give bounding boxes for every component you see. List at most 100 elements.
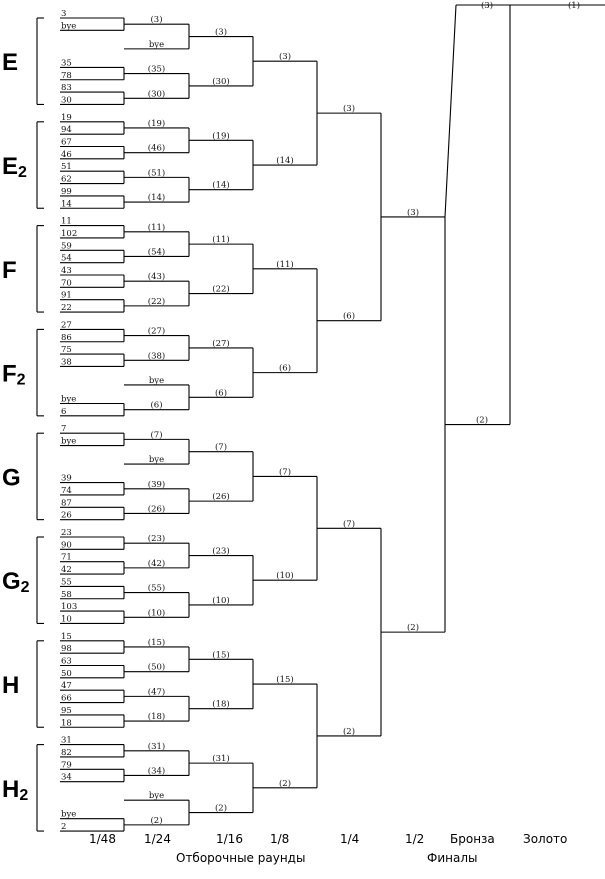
seed-4-0-b: bye bbox=[61, 437, 76, 447]
winner-r16-7-1: (2) bbox=[215, 803, 227, 814]
winner-r8-5: (10) bbox=[276, 570, 293, 581]
winner-r24-3-3: (6) bbox=[150, 400, 162, 411]
seed-1-3-a: 99 bbox=[61, 187, 72, 197]
winner-r16-6-1: (18) bbox=[212, 699, 229, 710]
seed-7-0-b: 82 bbox=[61, 748, 72, 758]
round-footer: 1/48 1/24 1/16 1/8 1/4 1/2 Бронза Золото… bbox=[89, 832, 567, 865]
winner-r24-1-3: (14) bbox=[148, 192, 165, 203]
winner-r24-3-1: (38) bbox=[148, 350, 165, 361]
seed-0-0-a: 3 bbox=[61, 9, 66, 19]
winner-r16-7-0: (31) bbox=[212, 753, 229, 764]
winner-r24-4-2: (39) bbox=[148, 479, 165, 490]
bracket-line-260 bbox=[444, 4, 457, 217]
seed-4-2-a: 39 bbox=[61, 474, 72, 484]
seed-1-3-b: 14 bbox=[61, 199, 72, 209]
winner-r16-0-0: (3) bbox=[215, 27, 227, 38]
winner-r8-2: (11) bbox=[276, 259, 293, 270]
group-label-5: G2 bbox=[2, 568, 30, 596]
winner-r4-3: (2) bbox=[343, 726, 355, 737]
seed-7-1-b: 34 bbox=[61, 773, 72, 783]
seed-2-0-b: 102 bbox=[61, 229, 77, 239]
seed-5-3-a: 103 bbox=[61, 602, 77, 612]
seed-1-0-a: 19 bbox=[61, 113, 72, 123]
winner-r24-5-3: (10) bbox=[148, 607, 165, 618]
winner-r16-1-0: (19) bbox=[212, 130, 229, 141]
group-label-4: G bbox=[2, 464, 21, 491]
seed-6-3-a: 95 bbox=[61, 706, 72, 716]
winner-r24-7-0: (31) bbox=[148, 741, 165, 752]
group-label-0: E bbox=[2, 49, 18, 76]
seed-0-3-b: 30 bbox=[61, 95, 72, 105]
seed-6-2-b: 66 bbox=[61, 694, 72, 704]
winner-r24-2-1: (54) bbox=[148, 246, 165, 257]
winner-r24-5-1: (42) bbox=[148, 558, 165, 569]
seed-6-1-a: 63 bbox=[61, 657, 72, 667]
seed-1-1-b: 46 bbox=[61, 150, 72, 160]
seed-4-0-a: 7 bbox=[61, 424, 66, 434]
group-label-6: H bbox=[2, 672, 19, 699]
winner-r16-5-1: (10) bbox=[212, 595, 229, 606]
round-label-gold: Золото bbox=[523, 832, 567, 846]
winner-r24-5-0: (23) bbox=[148, 533, 165, 544]
seed-3-1-b: 38 bbox=[61, 357, 72, 367]
winner-r8-7: (2) bbox=[279, 778, 291, 789]
group-label-7: H2 bbox=[2, 776, 28, 804]
seed-2-0-a: 11 bbox=[61, 217, 72, 227]
winner-r24-0-2: (35) bbox=[148, 64, 165, 75]
seed-4-3-a: 87 bbox=[61, 498, 72, 508]
seed-2-3-b: 22 bbox=[61, 303, 72, 313]
winner-r24-6-0: (15) bbox=[148, 637, 165, 648]
winner-r16-3-0: (27) bbox=[212, 338, 229, 349]
round-label-1-16: 1/16 bbox=[216, 832, 243, 846]
seed-3-3-a: bye bbox=[61, 395, 76, 405]
seed-7-3-a: bye bbox=[61, 810, 76, 820]
bracket-lines bbox=[36, 4, 605, 832]
round-label-1-4: 1/4 bbox=[340, 832, 359, 846]
winner-r16-3-1: (6) bbox=[215, 387, 227, 398]
seed-2-3-a: 91 bbox=[61, 291, 72, 301]
seed-5-2-b: 58 bbox=[61, 590, 72, 600]
seed-2-2-a: 43 bbox=[61, 266, 72, 276]
winner-r16-1-1: (14) bbox=[212, 180, 229, 191]
winner-r24-7-3: (2) bbox=[150, 815, 162, 826]
gold-winner: (1) bbox=[568, 0, 580, 11]
round-label-bronze: Бронза bbox=[450, 832, 495, 846]
winner-r24-3-0: (27) bbox=[148, 326, 165, 337]
seed-7-3-b: 2 bbox=[61, 822, 66, 832]
seed-0-2-b: 78 bbox=[61, 71, 72, 81]
group-label-1: E2 bbox=[2, 153, 27, 181]
bronze-winner: (3) bbox=[481, 0, 493, 11]
seed-2-2-b: 70 bbox=[61, 278, 72, 288]
winner-semi-1: (2) bbox=[407, 622, 419, 633]
seed-6-1-b: 50 bbox=[61, 669, 72, 679]
seed-6-3-b: 18 bbox=[61, 718, 72, 728]
seed-1-2-b: 62 bbox=[61, 175, 72, 185]
seed-2-1-b: 54 bbox=[61, 254, 72, 264]
winner-r24-2-0: (11) bbox=[148, 222, 165, 233]
seed-0-3-a: 83 bbox=[61, 83, 72, 93]
winner-r24-6-2: (47) bbox=[148, 686, 165, 697]
seed-0-2-a: 35 bbox=[61, 58, 72, 68]
seed-1-2-a: 51 bbox=[61, 162, 72, 172]
seed-3-0-a: 27 bbox=[61, 320, 72, 330]
final-winner: (2) bbox=[476, 415, 488, 426]
seed-0-0-b: bye bbox=[61, 21, 76, 31]
winner-r16-6-0: (15) bbox=[212, 649, 229, 660]
winner-r16-2-1: (22) bbox=[212, 284, 229, 295]
winner-r8-0: (3) bbox=[279, 51, 291, 62]
winner-r24-0-3: (30) bbox=[148, 88, 165, 99]
section-label-qualifying: Отборочные раунды bbox=[176, 851, 305, 865]
seed-6-0-b: 98 bbox=[61, 644, 72, 654]
seed-5-1-a: 71 bbox=[61, 553, 72, 563]
seed-6-0-a: 15 bbox=[61, 632, 72, 642]
winner-r16-0-1: (30) bbox=[212, 76, 229, 87]
seed-5-3-b: 10 bbox=[61, 614, 72, 624]
winner-r8-6: (15) bbox=[276, 674, 293, 685]
winner-r8-1: (14) bbox=[276, 155, 293, 166]
winner-r24-2-3: (22) bbox=[148, 296, 165, 307]
seed-4-2-b: 74 bbox=[61, 486, 72, 496]
seed-1-1-a: 67 bbox=[61, 138, 72, 148]
winner-r24-6-1: (50) bbox=[148, 662, 165, 673]
bye-r24-4-1: bye bbox=[149, 455, 164, 465]
